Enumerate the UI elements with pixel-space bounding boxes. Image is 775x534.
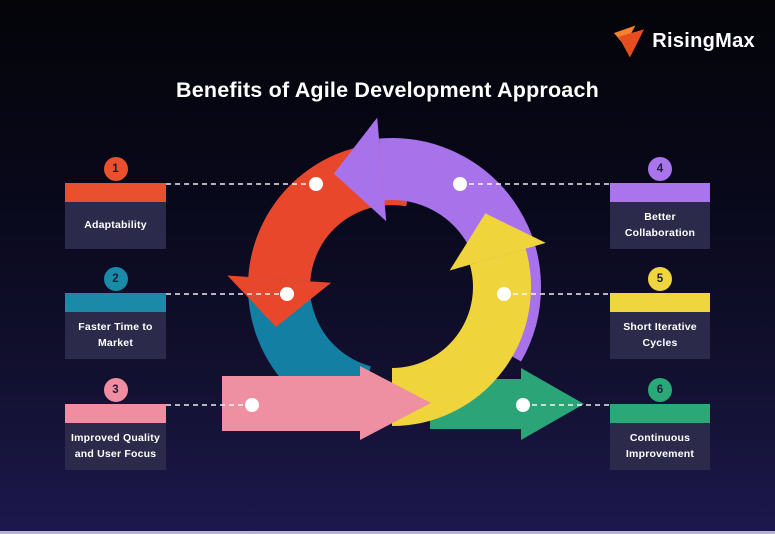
rising-arrows-icon: [614, 25, 645, 58]
connector-dot: [516, 398, 530, 412]
benefit-color-bar: [610, 404, 710, 423]
benefit-label: Improved Quality and User Focus: [65, 423, 166, 470]
page-title: Benefits of Agile Development Approach: [176, 78, 599, 102]
benefit-number-badge: 1: [103, 157, 128, 181]
connector-dot: [453, 177, 467, 191]
benefit-number-badge: 4: [648, 157, 672, 181]
benefit-number-badge: 5: [648, 267, 672, 291]
benefit-label: Continuous Improvement: [610, 423, 710, 470]
connector-dot: [309, 177, 323, 191]
orange-arc-arrow-head: [227, 275, 332, 328]
benefit-number-badge: 6: [648, 378, 672, 402]
connector-dot: [245, 398, 259, 412]
benefit-color-bar: [65, 293, 166, 312]
purple-arc-arrow-head: [333, 117, 387, 222]
brand-logo: RisingMax: [613, 24, 755, 59]
benefit-color-bar: [610, 183, 710, 202]
connector-dot: [280, 287, 294, 301]
benefit-color-bar: [610, 293, 710, 312]
pink-block-arrow: [222, 366, 431, 440]
logo-triangle-front: [618, 29, 645, 58]
connector-dot: [497, 287, 511, 301]
benefit-label: Short Iterative Cycles: [610, 312, 710, 359]
yellow-arc-arrow-head: [449, 213, 546, 271]
benefit-number-badge: 3: [103, 378, 128, 402]
brand-name: RisingMax: [652, 30, 755, 52]
benefit-label: Adaptability: [65, 202, 166, 249]
benefit-card-short-iterative: 5 Short Iterative Cycles: [610, 267, 710, 359]
yellow-arc-arrow: [391, 248, 531, 426]
benefit-label: Faster Time to Market: [65, 312, 166, 359]
benefit-card-improved-quality: 3 Improved Quality and User Focus: [65, 378, 166, 470]
benefit-card-continuous-improvement: 6 Continuous Improvement: [610, 378, 710, 470]
benefit-card-adaptability: 1 Adaptability: [65, 157, 166, 249]
bottom-edge-strip: [0, 531, 775, 534]
benefit-card-better-collaboration: 4 Better Collaboration: [610, 157, 710, 249]
benefit-color-bar: [65, 183, 166, 202]
benefit-card-faster-time: 2 Faster Time to Market: [65, 267, 166, 359]
benefit-color-bar: [65, 404, 166, 423]
benefit-label: Better Collaboration: [610, 202, 710, 249]
benefit-number-badge: 2: [103, 267, 128, 291]
